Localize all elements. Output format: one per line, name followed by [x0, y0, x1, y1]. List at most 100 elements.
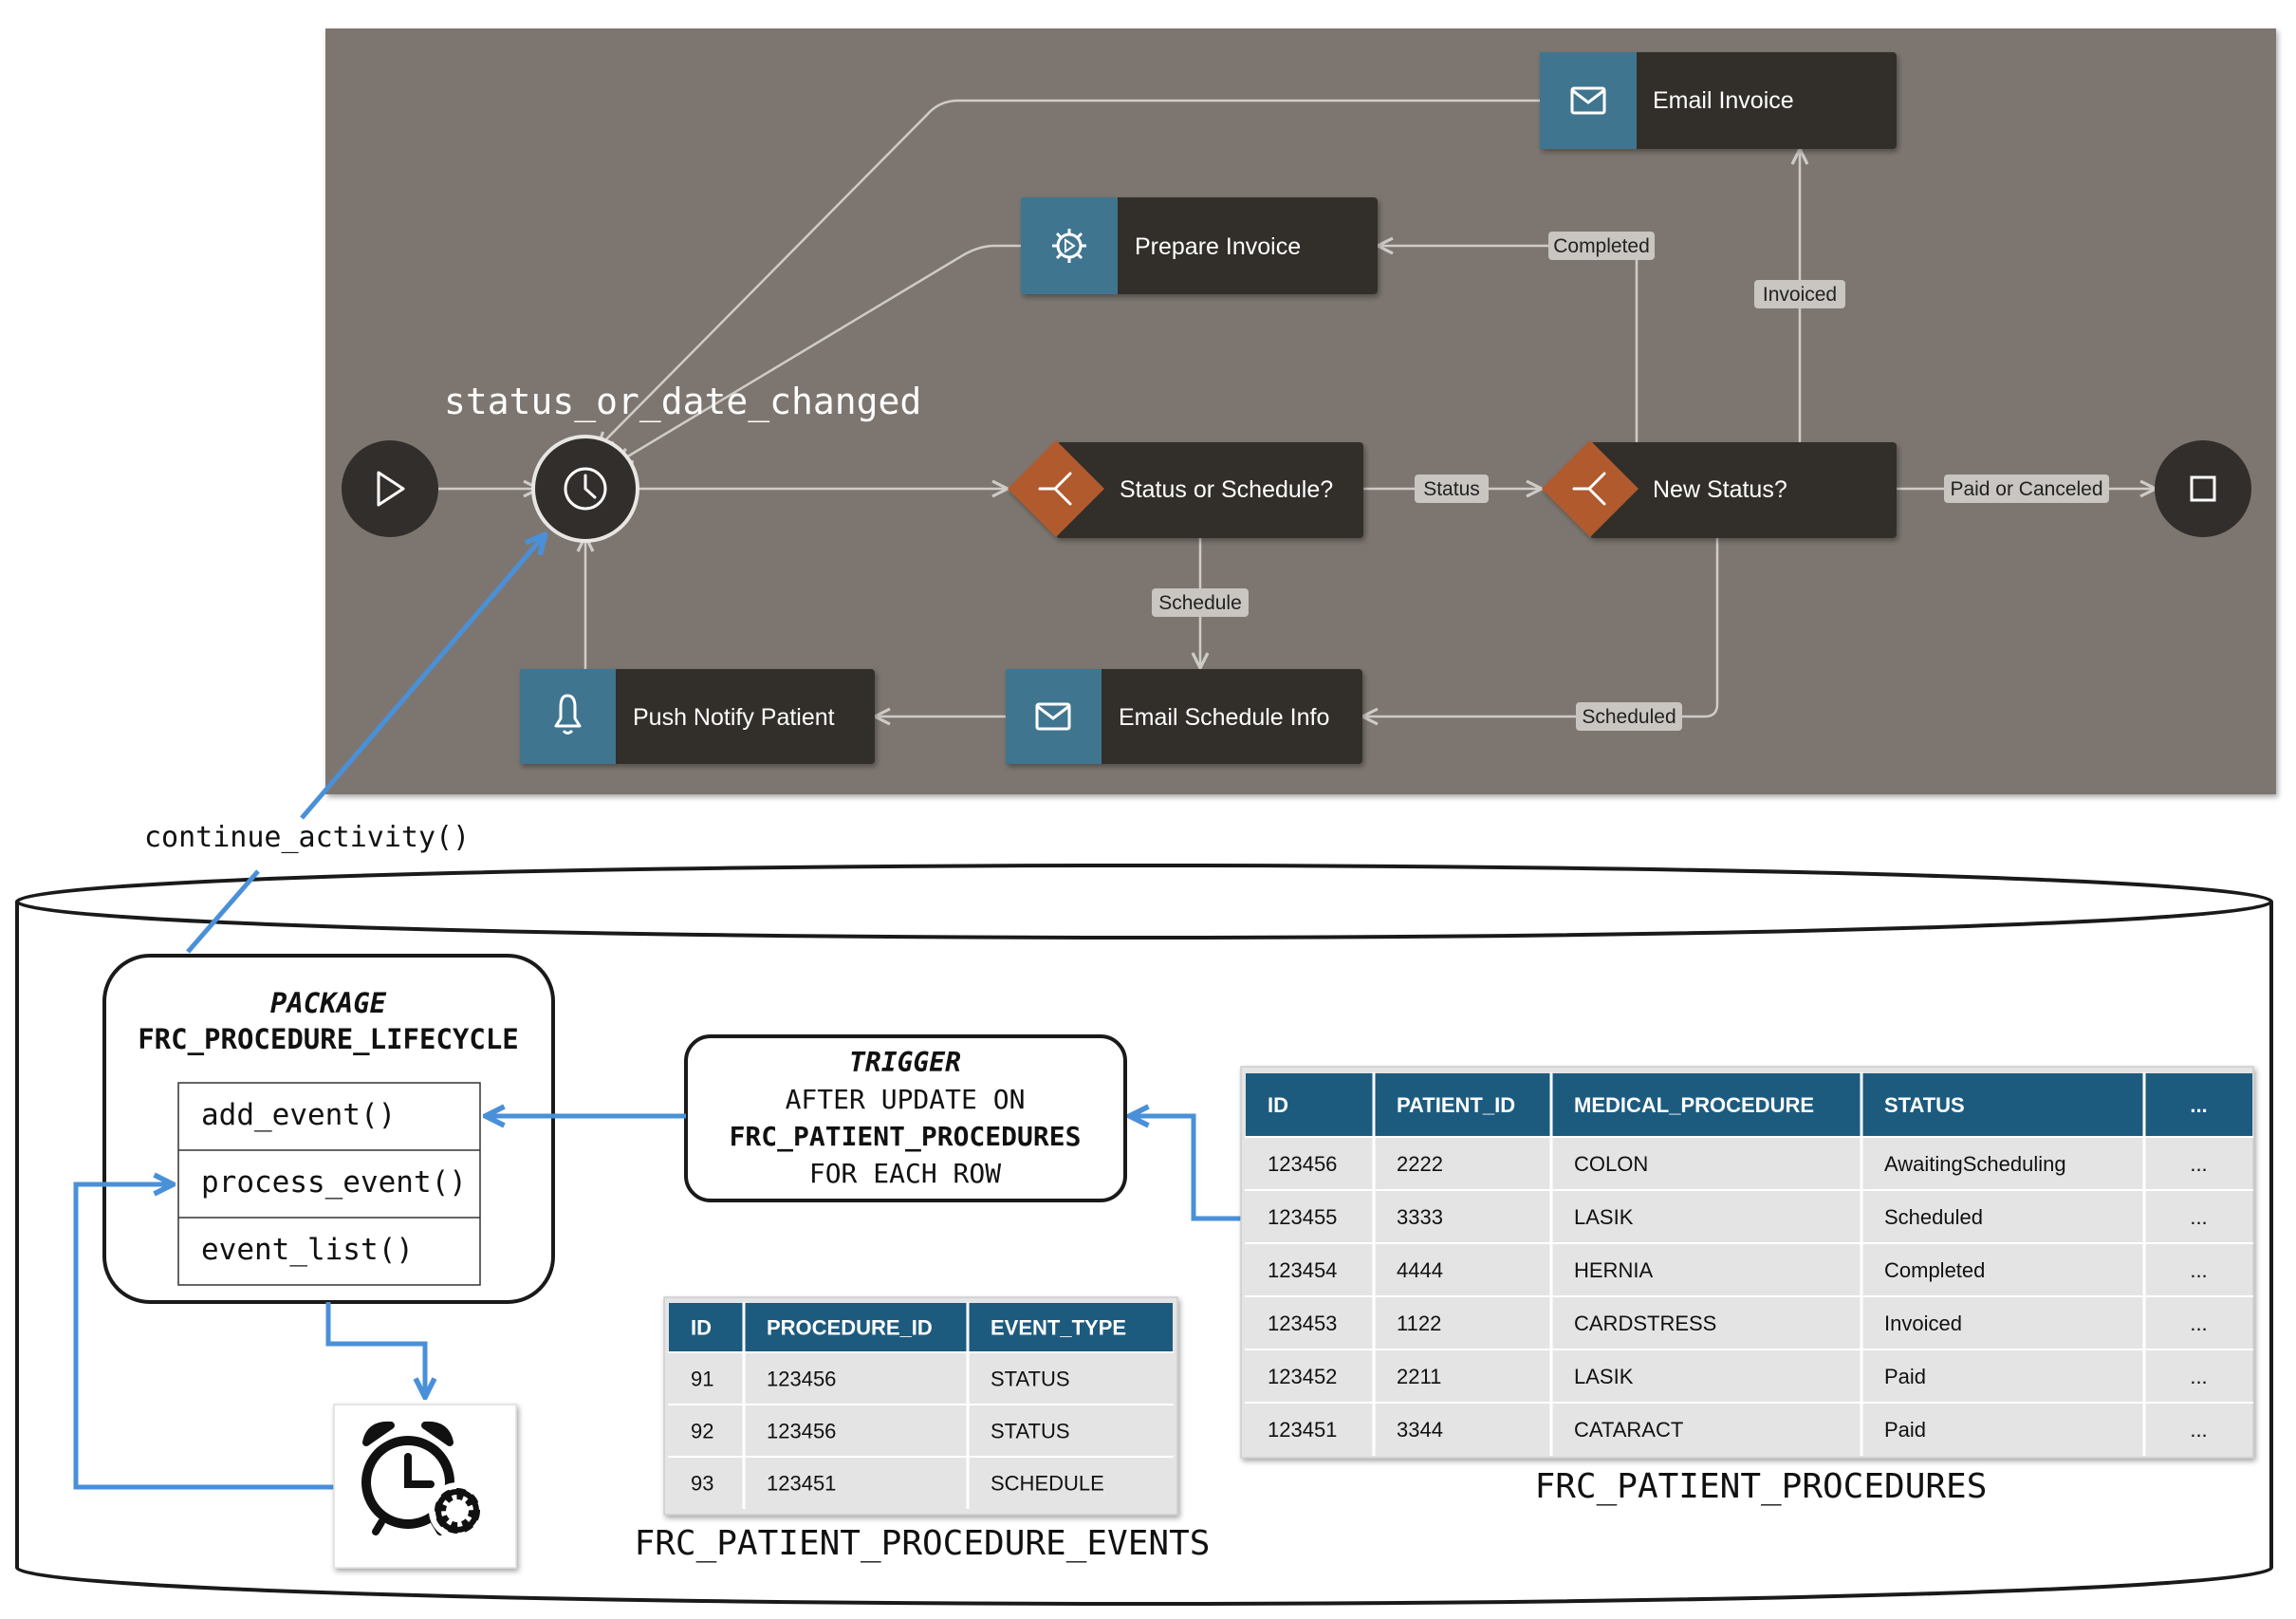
trigger-line-2: FRC_PATIENT_PROCEDURES: [730, 1121, 1082, 1152]
table-cell-bg: [1246, 1244, 1373, 1295]
table-cell: 123453: [1268, 1312, 1337, 1335]
table-cell: 123456: [767, 1367, 836, 1390]
table-cell-bg: [2145, 1350, 2252, 1402]
package-box: PACKAGE FRC_PROCEDURE_LIFECYCLE add_even…: [102, 954, 555, 1304]
table-cell-bg: [969, 1405, 1173, 1456]
status-or-schedule-label: Status or Schedule?: [1120, 476, 1333, 503]
email-schedule-label: Email Schedule Info: [1119, 704, 1329, 731]
table-cell: ...: [2190, 1205, 2207, 1229]
table-cell: SCHEDULE: [991, 1471, 1104, 1495]
header-cell: [669, 1303, 743, 1351]
new-status-node[interactable]: New Status?: [1542, 440, 1897, 538]
table-cell-bg: [2145, 1244, 2252, 1295]
table-cell: COLON: [1574, 1152, 1648, 1176]
table-cell-bg: [1862, 1244, 2143, 1295]
method-event-list[interactable]: event_list(): [201, 1233, 414, 1267]
trigger-keyword: TRIGGER: [849, 1047, 961, 1078]
table-cell: 123455: [1268, 1205, 1337, 1229]
column-header: PATIENT_ID: [1397, 1093, 1515, 1117]
push-notify-node[interactable]: Push Notify Patient: [520, 669, 875, 764]
branch-icon: [1572, 472, 1606, 506]
table-cell: 2211: [1397, 1365, 1441, 1388]
end-node[interactable]: [2155, 440, 2251, 537]
stop-icon: [2190, 475, 2216, 502]
alarm-clock-gear-icon: [361, 1421, 486, 1539]
table-cell: 1122: [1397, 1312, 1441, 1335]
status-or-schedule-node[interactable]: Status or Schedule?: [1008, 440, 1363, 538]
email-schedule-node[interactable]: Email Schedule Info: [1006, 669, 1362, 764]
continue-activity-arrow: [186, 536, 544, 954]
table-cell: CARDSTRESS: [1574, 1312, 1716, 1335]
continue-activity-label: continue_activity(): [144, 821, 470, 854]
table-cell-bg: [1246, 1350, 1373, 1402]
table-cell-bg: [1552, 1297, 1861, 1349]
table-cell-bg: [2145, 1404, 2252, 1455]
table-cell-bg: [1552, 1350, 1861, 1402]
table-cell-bg: [1862, 1138, 2143, 1189]
header-cell: [1552, 1073, 1861, 1136]
envelope-icon: [1035, 702, 1071, 731]
package-name: FRC_PROCEDURE_LIFECYCLE: [138, 1023, 519, 1055]
method-process-event[interactable]: process_event(): [201, 1165, 467, 1200]
edge-scheduled: [1362, 538, 1719, 716]
table-cell-bg: [745, 1405, 967, 1456]
table-cell: 123456: [1268, 1152, 1337, 1176]
table-cell-bg: [1552, 1191, 1861, 1242]
header-cell: [745, 1303, 967, 1351]
header-cell: [1862, 1073, 2143, 1136]
table-cell-bg: [1246, 1297, 1373, 1349]
table-cell-bg: [1375, 1138, 1550, 1189]
table-cell: 123451: [767, 1471, 836, 1495]
email-invoice-label: Email Invoice: [1653, 87, 1794, 114]
table-cell-bg: [669, 1405, 743, 1456]
table-cell-bg: [1375, 1191, 1550, 1242]
table-cell: HERNIA: [1574, 1258, 1653, 1282]
edge-labels: Completed Invoiced Status Paid or Cancel…: [1152, 232, 2109, 731]
clock-icon: [564, 467, 607, 511]
table-cell-bg: [969, 1458, 1173, 1508]
label-status: Status: [1423, 478, 1480, 500]
table-cell-bg: [1862, 1191, 2143, 1242]
table-cell: ...: [2190, 1152, 2207, 1176]
table-cell: 2222: [1397, 1152, 1443, 1176]
prepare-invoice-node[interactable]: Prepare Invoice: [1021, 197, 1378, 294]
table-cell-bg: [1552, 1138, 1861, 1189]
trigger-box: TRIGGER AFTER UPDATE ON FRC_PATIENT_PROC…: [684, 1034, 1127, 1202]
table-cell: 123456: [767, 1419, 836, 1442]
bell-icon: [554, 694, 582, 735]
start-node[interactable]: [342, 440, 438, 537]
timer-node[interactable]: [531, 435, 639, 543]
label-schedule: Schedule: [1158, 592, 1242, 614]
table-cell: 3333: [1397, 1205, 1443, 1229]
table-cell-bg: [1246, 1191, 1373, 1242]
table-cell-bg: [669, 1458, 743, 1508]
table-cell: Paid: [1884, 1418, 1926, 1442]
table-cell-bg: [1552, 1244, 1861, 1295]
new-status-label: New Status?: [1653, 476, 1787, 503]
table-cell: Completed: [1884, 1258, 1985, 1282]
table-cell: Scheduled: [1884, 1205, 1983, 1229]
header-cell: [969, 1303, 1173, 1351]
label-paid-or-canceled: Paid or Canceled: [1950, 478, 2102, 500]
method-add-event[interactable]: add_event(): [201, 1098, 396, 1132]
table-cell: ...: [2190, 1312, 2207, 1335]
table-cell-bg: [1862, 1297, 2143, 1349]
table-cell-bg: [669, 1353, 743, 1404]
table-cell: 123452: [1268, 1365, 1337, 1388]
table-cell: ...: [2190, 1258, 2207, 1282]
table-cell-bg: [1375, 1297, 1550, 1349]
column-header: STATUS: [1884, 1093, 1965, 1117]
table-cell-bg: [745, 1353, 967, 1404]
scheduler-box[interactable]: [333, 1404, 517, 1569]
table-cell: 91: [691, 1367, 713, 1390]
table-cell-bg: [2145, 1297, 2252, 1349]
email-invoice-node[interactable]: Email Invoice: [1540, 52, 1897, 149]
database-cylinder: [15, 864, 2273, 1606]
table-cell-bg: [745, 1458, 967, 1508]
